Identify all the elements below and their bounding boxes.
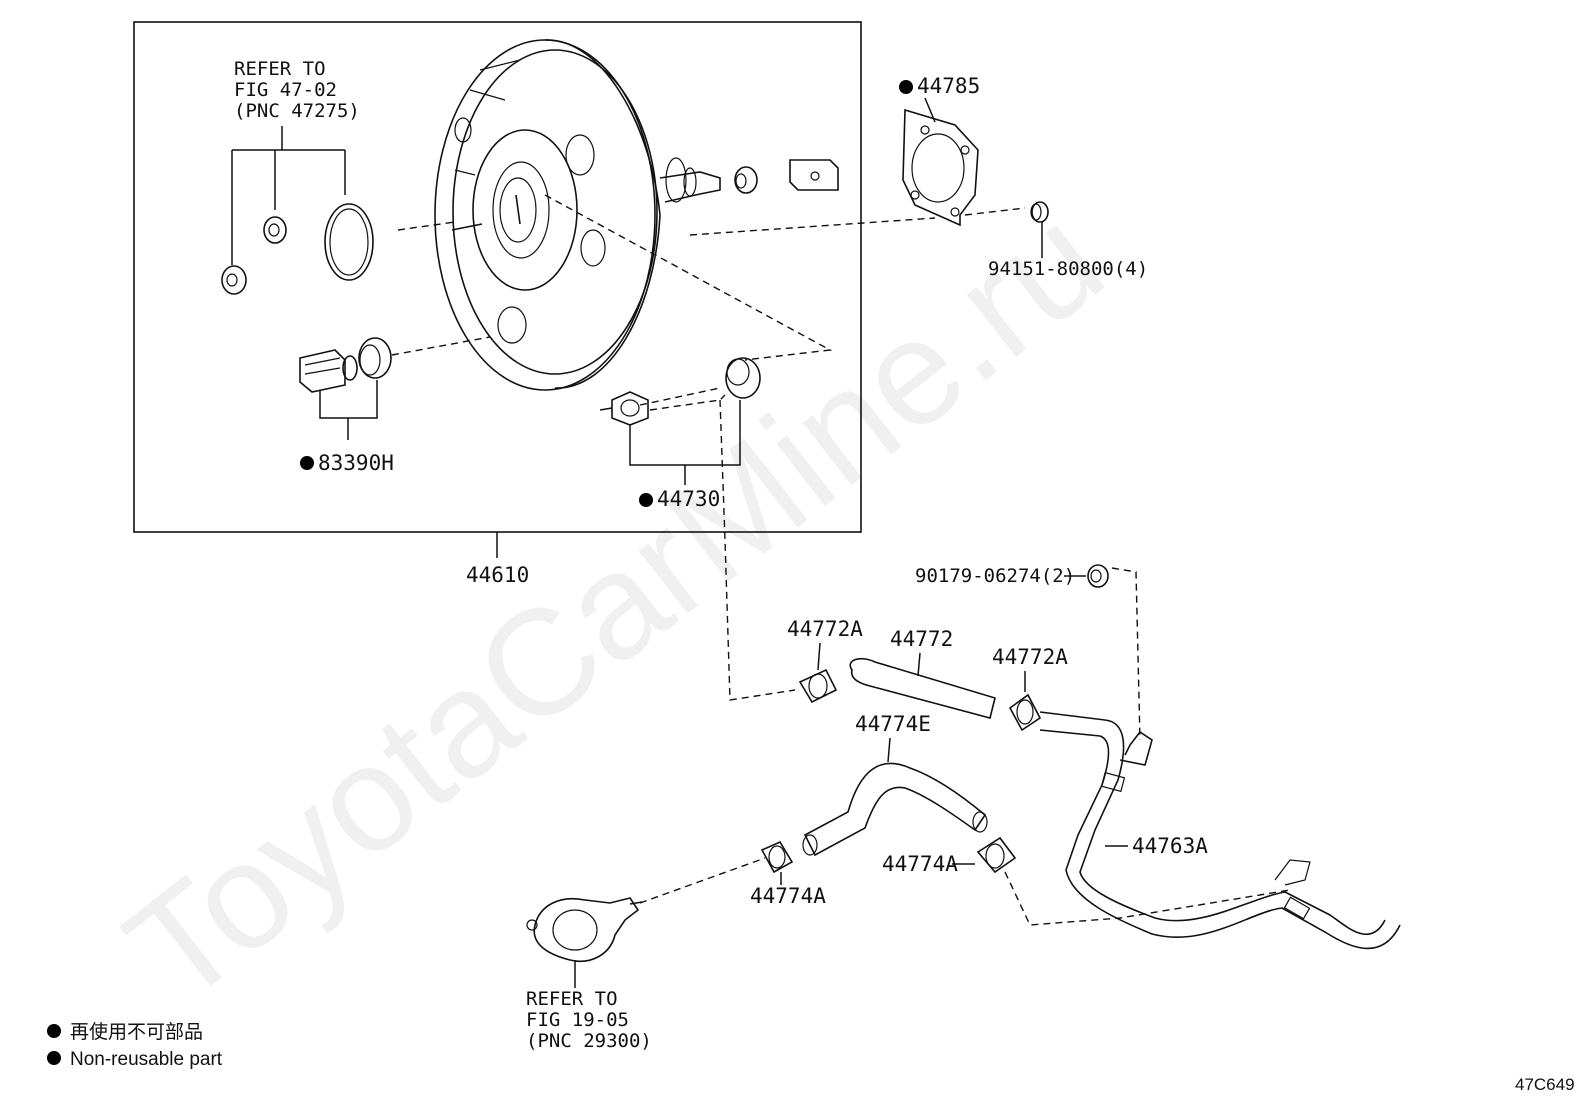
label-44730: 44730 xyxy=(657,487,720,511)
label-44772: 44772 xyxy=(890,627,953,651)
hose-44772-group: 44772A 44772 44772A xyxy=(787,617,1068,732)
refer-top-group: REFER TO FIG 47-02 (PNC 47275) xyxy=(221,58,456,295)
label-90179: 90179-06274(2) xyxy=(915,565,1075,587)
pipe-44763a: 44763A xyxy=(1039,711,1401,950)
bolt-90179: 90179-06274(2) xyxy=(915,564,1141,741)
refer-bottom-line3: (PNC 29300) xyxy=(526,1030,652,1052)
clip-44774a-mid: 44774A xyxy=(882,836,1291,926)
refer-bottom-line2: FIG 19-05 xyxy=(526,1009,629,1031)
clip-44774a-bottom: 44774A xyxy=(639,840,826,908)
label-44772a-right: 44772A xyxy=(992,645,1068,669)
refer-top-line1: REFER TO xyxy=(234,58,326,80)
refer-top-line3: (PNC 47275) xyxy=(234,100,360,122)
sensor-83390h: 83390H xyxy=(299,336,491,475)
label-44785: 44785 xyxy=(917,74,980,98)
hose-44774e: 44774E xyxy=(802,712,988,857)
label-44774a-mid: 44774A xyxy=(882,852,958,876)
refer-bottom-line1: REFER TO xyxy=(526,988,618,1010)
legend: 再使用不可部品 Non-reusable part xyxy=(47,1021,223,1070)
label-44774e: 44774E xyxy=(855,712,931,736)
refer-top-line2: FIG 47-02 xyxy=(234,79,337,101)
label-44774a-bottom: 44774A xyxy=(750,884,826,908)
gasket-44785: 44785 xyxy=(689,74,1026,236)
nut-94151: 94151-80800(4) xyxy=(988,201,1148,280)
label-44763a: 44763A xyxy=(1132,834,1208,858)
brake-booster xyxy=(434,39,839,391)
legend-japanese: 再使用不可部品 xyxy=(70,1021,203,1043)
label-44610: 44610 xyxy=(466,563,529,587)
label-94151: 94151-80800(4) xyxy=(988,258,1148,280)
diagram-code: 47C649 xyxy=(1515,1075,1575,1094)
label-83390h: 83390H xyxy=(318,451,394,475)
check-valve-44730: 44730 xyxy=(544,194,833,701)
legend-english: Non-reusable part xyxy=(70,1049,223,1070)
label-44772a-left: 44772A xyxy=(787,617,863,641)
vacuum-pump: REFER TO FIG 19-05 (PNC 29300) xyxy=(526,897,652,1052)
legend-dot-ja xyxy=(47,1024,61,1038)
legend-dot-en xyxy=(47,1051,61,1065)
watermark: ToyotaCarMine.ru xyxy=(96,174,1132,1035)
